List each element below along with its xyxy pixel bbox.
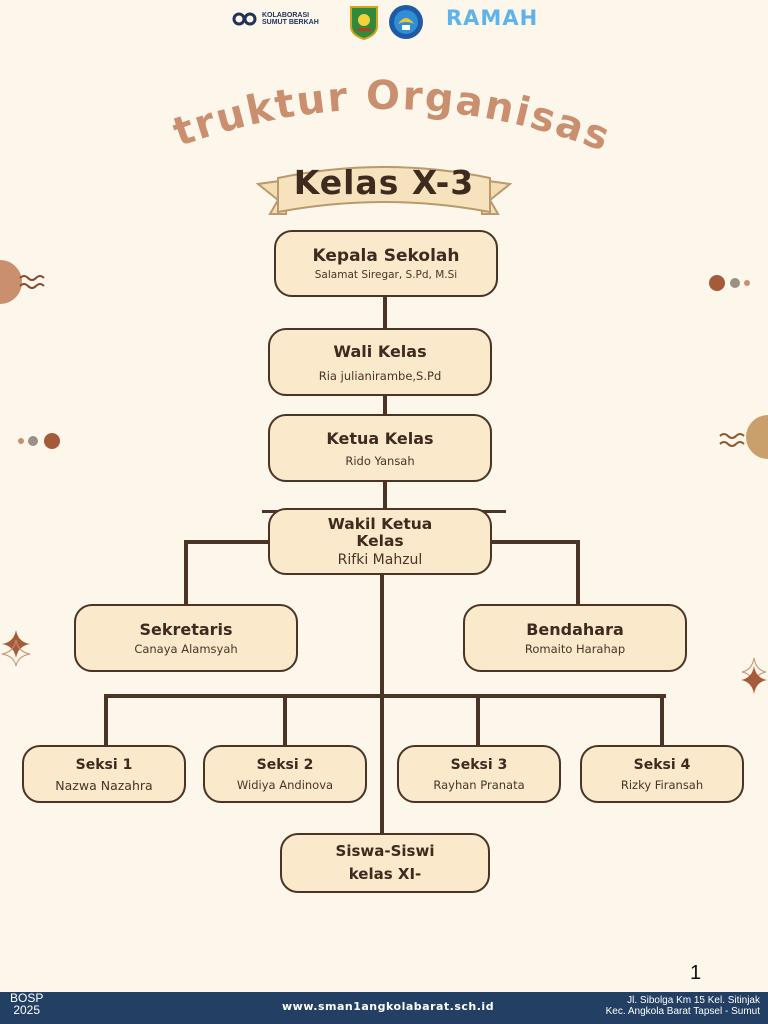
left-half-circle-wave-decoration (0, 260, 45, 304)
seksi-4-role: Seksi 4 (633, 757, 691, 773)
wakil-ketua-name: Rifki Mahzul (337, 551, 423, 568)
kolaborasi-logo: KOLABORASI SUMUT BERKAH (232, 6, 332, 32)
footer-website-link[interactable]: www.sman1angkolabarat.sch.id (282, 1000, 495, 1013)
sekretaris-box: Sekretaris Canaya Alamsyah (74, 604, 298, 672)
footer-address-line2: Kec. Angkola Barat Tapsel - Sumut (605, 1006, 760, 1017)
connector-right-branch-v (576, 540, 580, 606)
subtitle-ribbon (256, 166, 512, 215)
province-emblem-icon (350, 6, 378, 40)
connector-seksi4 (660, 694, 664, 746)
seksi-4-box: Seksi 4 Rizky Firansah (580, 745, 744, 803)
connector-right-branch-h (492, 540, 580, 544)
wakil-ketua-role: Wakil Ketua Kelas (327, 514, 433, 550)
tut-wuri-handayani-icon (389, 5, 423, 39)
bendahara-box: Bendahara Romaito Harahap (463, 604, 687, 672)
kolab-line2: SUMUT BERKAH (262, 19, 319, 26)
right-sparkle-icon (741, 657, 767, 694)
connector-main-trunk (380, 574, 384, 836)
connector-seksi2 (283, 694, 287, 746)
ketua-kelas-role: Ketua Kelas (326, 428, 434, 448)
sekretaris-role: Sekretaris (139, 620, 233, 639)
kolab-line1: KOLABORASI (262, 12, 310, 19)
seksi-4-name: Rizky Firansah (620, 778, 704, 792)
siswa-siswi-box: Siswa-Siswi kelas XI- (280, 833, 490, 893)
seksi-1-role: Seksi 1 (75, 756, 133, 773)
seksi-1-box: Seksi 1 Nazwa Nazahra (22, 745, 186, 803)
connector-kepala-wali (383, 296, 387, 330)
seksi-3-name: Rayhan Pranata (433, 778, 525, 792)
footer-bar (0, 992, 768, 1024)
seksi-1-name: Nazwa Nazahra (55, 777, 153, 793)
infinity-icon (232, 12, 257, 26)
footer-address: Jl. Sibolga Km 15 Kel. Sitinjak Kec. Ang… (606, 995, 760, 1017)
bendahara-role: Bendahara (526, 620, 624, 639)
connector-seksi-bar (104, 694, 666, 698)
seksi-3-role: Seksi 3 (450, 757, 508, 773)
sekretaris-name: Canaya Alamsyah (134, 642, 238, 656)
connector-seksi1 (104, 694, 108, 746)
ketua-kelas-name: Rido Yansah (345, 453, 415, 468)
left-dots-decoration (18, 433, 60, 449)
footer-bosp: BOSP 2025 (10, 992, 43, 1016)
kepala-sekolah-name: Salamat Siregar, S.Pd, M.Si (314, 268, 458, 281)
connector-left-branch-v (184, 540, 188, 606)
connector-wali-ketua (383, 394, 387, 416)
wali-kelas-role: Wali Kelas (333, 341, 427, 361)
page-title: Struktur Organisasi (150, 70, 617, 161)
ramah-logo: RAMAH (446, 6, 539, 30)
page-number: 1 (690, 962, 702, 984)
subtitle: Kelas X-3 (293, 163, 475, 202)
footer-address-line1: Jl. Sibolga Km 15 Kel. Sitinjak (627, 995, 760, 1006)
wali-kelas-box: Wali Kelas Ria julianirambe,S.Pd (268, 328, 492, 396)
svg-text:Struktur Organisasi: Struktur Organisasi (150, 70, 617, 161)
connector-left-branch-h (184, 540, 272, 544)
kepala-sekolah-role: Kepala Sekolah (312, 245, 460, 266)
siswa-siswi-line2: kelas XI- (348, 865, 422, 883)
siswa-siswi-line1: Siswa-Siswi (335, 842, 435, 860)
seksi-2-name: Widiya Andinova (236, 778, 334, 792)
wali-kelas-name: Ria julianirambe,S.Pd (318, 368, 442, 383)
connector-ketua-wakil (383, 482, 387, 510)
seksi-2-role: Seksi 2 (256, 757, 314, 773)
connector-seksi3 (476, 694, 480, 746)
footer-bosp-line1: BOSP (10, 991, 44, 1005)
seksi-3-box: Seksi 3 Rayhan Pranata (397, 745, 561, 803)
seksi-2-box: Seksi 2 Widiya Andinova (203, 745, 367, 803)
right-half-circle-wave-decoration (719, 415, 768, 459)
bendahara-name: Romaito Harahap (524, 642, 626, 656)
kepala-sekolah-box: Kepala Sekolah Salamat Siregar, S.Pd, M.… (274, 230, 498, 297)
ketua-kelas-box: Ketua Kelas Rido Yansah (268, 414, 492, 482)
footer-bosp-line2: 2025 (13, 1003, 41, 1017)
left-sparkle-icon (1, 630, 31, 667)
right-dots-decoration (709, 275, 750, 291)
wakil-ketua-box: Wakil Ketua Kelas Rifki Mahzul (268, 508, 492, 575)
